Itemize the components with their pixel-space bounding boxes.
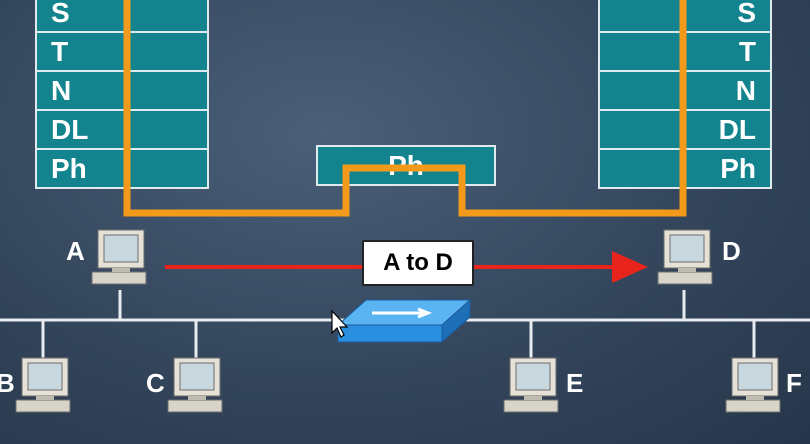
node-label-b: B [0, 368, 15, 398]
node-label-c: C [146, 368, 165, 398]
left-layer-session: S [35, 0, 209, 33]
computer-d-icon [657, 229, 713, 285]
mouse-cursor-icon [331, 309, 349, 338]
left-layer-transport: T [35, 33, 209, 72]
computer-a-icon [91, 229, 147, 285]
left-layer-network: N [35, 72, 209, 111]
data-path-line [123, 0, 687, 217]
node-label-d: D [722, 236, 741, 266]
left-layer-datalink: DL [35, 111, 209, 150]
left-layer-physical: Ph [35, 150, 209, 189]
computer-f-icon [725, 357, 781, 413]
node-label-f: F [786, 368, 802, 398]
computer-c-icon [167, 357, 223, 413]
computer-b-icon [15, 357, 71, 413]
computer-e-icon [503, 357, 559, 413]
left-protocol-stack: S T N DL Ph [35, 0, 209, 189]
switch-icon [336, 298, 472, 344]
node-label-e: E [566, 368, 584, 398]
node-label-a: A [66, 236, 85, 266]
message-label: A to D [362, 240, 474, 286]
